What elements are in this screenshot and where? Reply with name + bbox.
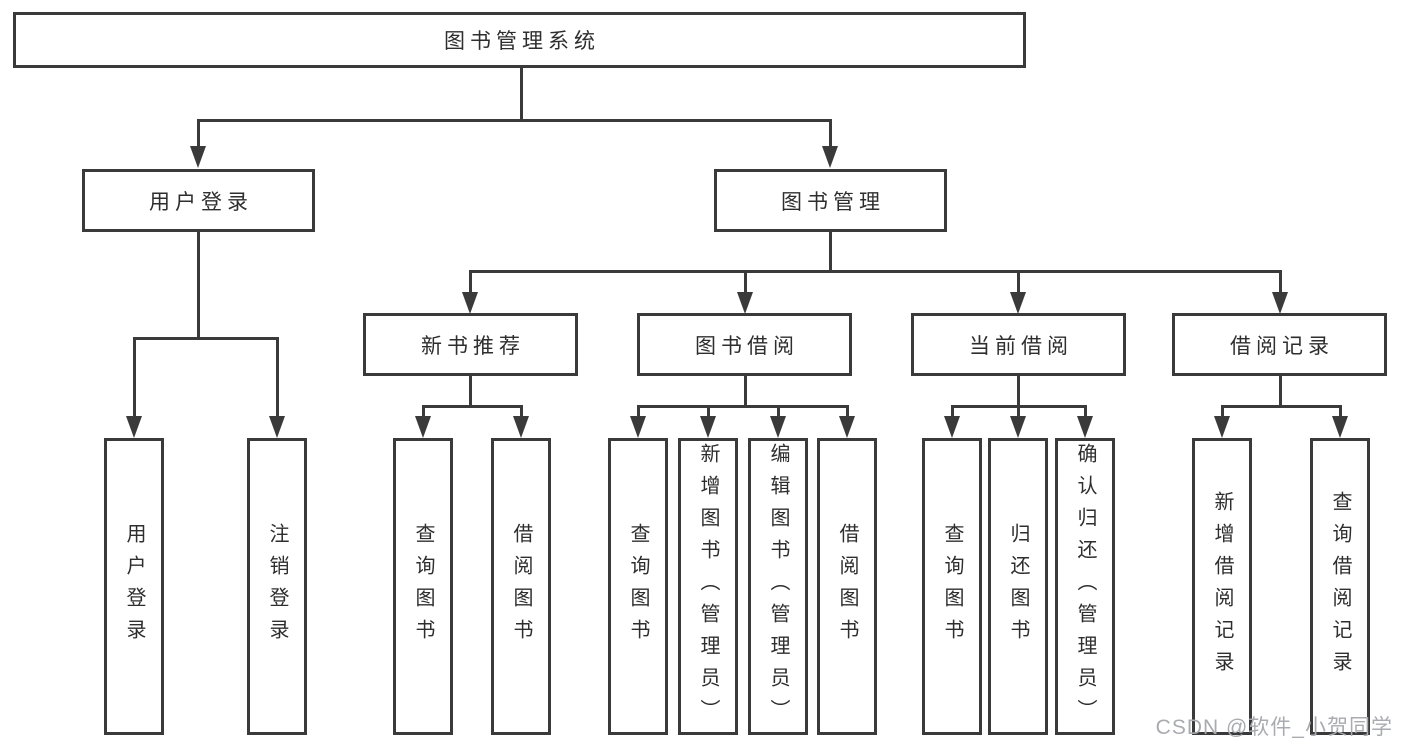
connector-line-h: [196, 118, 832, 122]
leaf-query-books-current: 查询图书: [922, 438, 982, 735]
arrow-down-icon: [269, 416, 285, 438]
connector-line-v: [1083, 405, 1087, 421]
arrow-down-icon: [770, 416, 786, 438]
connector-line-v: [519, 405, 523, 421]
connector-line-h: [636, 404, 849, 408]
arrow-down-icon: [513, 416, 529, 438]
connector-line-v: [421, 405, 425, 421]
connector-line-v: [196, 119, 200, 150]
leaf-edit-book-admin: 编辑图书（管理员）: [748, 438, 808, 735]
connector-line-h: [950, 404, 1087, 408]
connector-line-v: [1220, 405, 1224, 421]
node-new-book-recommend: 新书推荐: [363, 313, 578, 376]
connector-line-v: [132, 337, 136, 420]
leaf-query-books-borrow: 查询图书: [608, 438, 668, 735]
arrow-down-icon: [630, 416, 646, 438]
arrow-down-icon: [1077, 416, 1093, 438]
connector-line-v: [636, 405, 640, 421]
node-current-borrow: 当前借阅: [911, 313, 1126, 376]
connector-line-v: [1278, 270, 1282, 298]
connector-line-v: [828, 119, 832, 150]
connector-line-h: [421, 404, 523, 408]
arrow-down-icon: [1214, 416, 1230, 438]
connector-line-h: [132, 336, 279, 340]
arrow-down-icon: [190, 146, 206, 168]
watermark: CSDN @软件_小贺同学: [1155, 716, 1393, 739]
leaf-borrow-books: 借阅图书: [817, 438, 877, 735]
leaf-add-borrow-record: 新增借阅记录: [1192, 438, 1252, 735]
leaf-query-borrow-record: 查询借阅记录: [1310, 438, 1370, 735]
connector-line-v: [196, 232, 200, 339]
node-book-borrow: 图书借阅: [637, 313, 852, 376]
connector-line-v: [1016, 405, 1020, 421]
arrow-down-icon: [737, 292, 753, 314]
connector-line-v: [468, 375, 472, 408]
arrow-down-icon: [700, 416, 716, 438]
leaf-return-book: 归还图书: [988, 438, 1048, 735]
leaf-add-book-admin: 新增图书（管理员）: [678, 438, 738, 735]
connector-line-v: [743, 375, 747, 408]
leaf-user-login: 用户登录: [104, 438, 164, 735]
connector-line-h: [468, 269, 1282, 273]
leaf-logout: 注销登录: [247, 438, 307, 735]
arrow-down-icon: [1010, 416, 1026, 438]
connector-line-v: [1016, 375, 1020, 408]
arrow-down-icon: [839, 416, 855, 438]
connector-line-v: [950, 405, 954, 421]
connector-line-v: [743, 270, 747, 298]
connector-line-v: [1338, 405, 1342, 421]
connector-line-h: [1220, 404, 1342, 408]
connector-line-v: [706, 405, 710, 421]
connector-line-v: [828, 232, 832, 272]
leaf-borrow-books-recommend: 借阅图书: [491, 438, 551, 735]
connector-line-v: [1278, 375, 1282, 408]
arrow-down-icon: [415, 416, 431, 438]
node-root: 图书管理系统: [13, 12, 1026, 68]
connector-line-v: [1016, 270, 1020, 298]
arrow-down-icon: [1010, 292, 1026, 314]
leaf-query-books-recommend: 查询图书: [393, 438, 453, 735]
node-borrow-records: 借阅记录: [1172, 313, 1387, 376]
leaf-confirm-return-admin: 确认归还（管理员）: [1055, 438, 1115, 735]
connector-line-v: [468, 270, 472, 298]
arrow-down-icon: [462, 292, 478, 314]
connector-line-v: [275, 337, 279, 420]
connector-line-v: [776, 405, 780, 421]
arrow-down-icon: [1272, 292, 1288, 314]
node-book-management: 图书管理: [714, 169, 947, 232]
arrow-down-icon: [126, 416, 142, 438]
arrow-down-icon: [1332, 416, 1348, 438]
connector-line-v: [845, 405, 849, 421]
arrow-down-icon: [944, 416, 960, 438]
node-user-login: 用户登录: [82, 169, 315, 232]
arrow-down-icon: [822, 146, 838, 168]
connector-line-v: [519, 67, 523, 121]
